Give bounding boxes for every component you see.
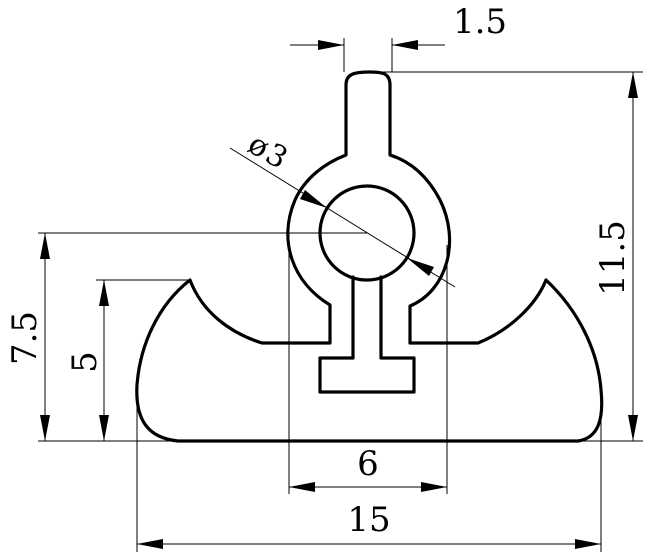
outer-profile (135, 70, 604, 443)
label-overall-width: 15 (347, 500, 390, 540)
arrow-left-height-top (40, 233, 50, 259)
profile-outline (135, 70, 604, 443)
arrow-wing-height-bottom (99, 415, 109, 441)
extension-lines (38, 38, 643, 552)
arrow-stem-width-left (289, 482, 315, 492)
label-left-height: 7.5 (5, 311, 45, 365)
arrow-total-height-bottom (628, 415, 638, 441)
arrow-top-right (392, 40, 418, 50)
arrow-overall-width-right (575, 539, 601, 549)
dimension-lines (40, 40, 638, 549)
label-top-width: 1.5 (453, 2, 507, 42)
arrow-top-left (318, 40, 344, 50)
t-slot (318, 275, 416, 394)
arrow-diameter-top (300, 190, 327, 208)
arrow-wing-height-top (99, 280, 109, 306)
arrow-diameter-bottom (407, 258, 434, 276)
label-wing-height: 5 (65, 351, 105, 373)
dimension-labels: 1.5 11.5 7.5 5 6 15 ø 3 (5, 2, 633, 540)
arrow-stem-width-right (421, 482, 447, 492)
label-total-height: 11.5 (593, 220, 633, 296)
label-diameter-group: ø 3 (242, 127, 293, 177)
arrow-left-height-bottom (40, 415, 50, 441)
arrow-overall-width-left (137, 539, 163, 549)
label-stem-width: 6 (357, 444, 379, 484)
arrow-total-height-top (628, 72, 638, 98)
